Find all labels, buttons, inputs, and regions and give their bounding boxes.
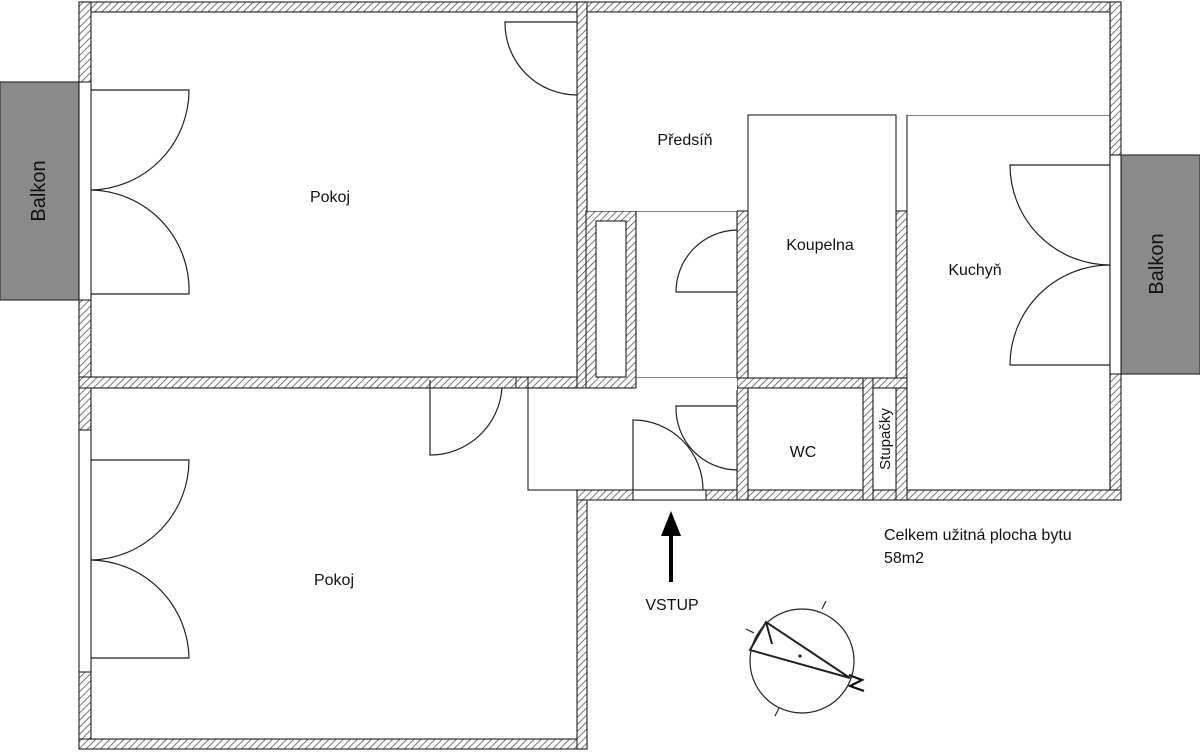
door-swings xyxy=(90,21,1111,659)
room-label-stupacky: Stupačky xyxy=(877,408,894,470)
room-label-pokoj-top: Pokoj xyxy=(310,189,350,206)
balcony-right: Balkon xyxy=(1119,154,1200,375)
compass-icon xyxy=(745,600,865,717)
room-label-predsin: Předsíň xyxy=(657,132,712,149)
balcony-right-label: Balkon xyxy=(1146,233,1168,294)
windows xyxy=(78,81,1122,673)
room-label-pokoj-bottom: Pokoj xyxy=(314,572,354,589)
entrance-label: VSTUP xyxy=(645,597,698,614)
area-note-line2: 58m2 xyxy=(884,550,924,567)
entrance-arrow-icon xyxy=(661,511,681,582)
balcony-left: Balkon xyxy=(0,81,80,301)
room-label-kuchyn: Kuchyň xyxy=(948,262,1001,279)
balcony-left-label: Balkon xyxy=(28,160,50,221)
area-note-line1: Celkem užitná plocha bytu xyxy=(884,527,1072,544)
room-label-koupelna: Koupelna xyxy=(786,237,854,254)
compass-north-letter xyxy=(847,673,865,693)
room-label-wc: WC xyxy=(790,444,817,461)
